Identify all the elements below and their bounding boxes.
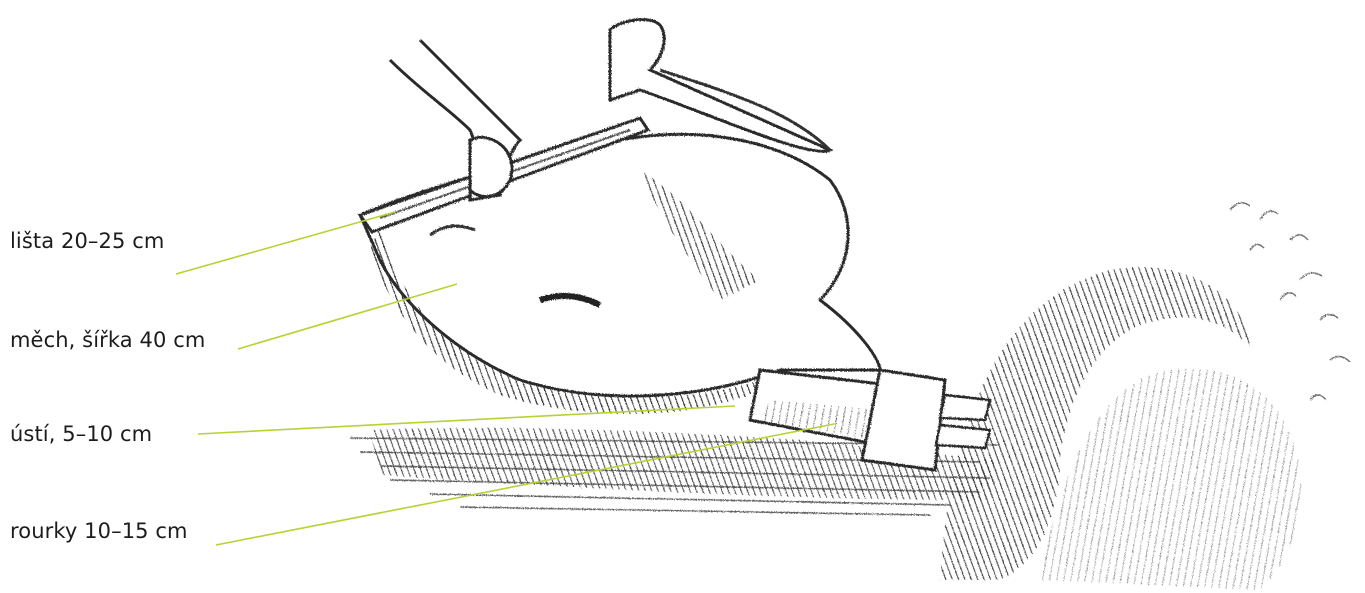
left-hand	[390, 40, 520, 200]
label-mech: měch, šířka 40 cm	[10, 328, 205, 352]
label-lista: lišta 20–25 cm	[10, 229, 164, 253]
bellows-body	[360, 134, 880, 413]
burrow-mound	[940, 203, 1350, 590]
label-rourky: rourky 10–15 cm	[10, 519, 188, 543]
pointer-line-lista	[176, 212, 395, 274]
label-usti: ústí, 5–10 cm	[10, 422, 152, 446]
